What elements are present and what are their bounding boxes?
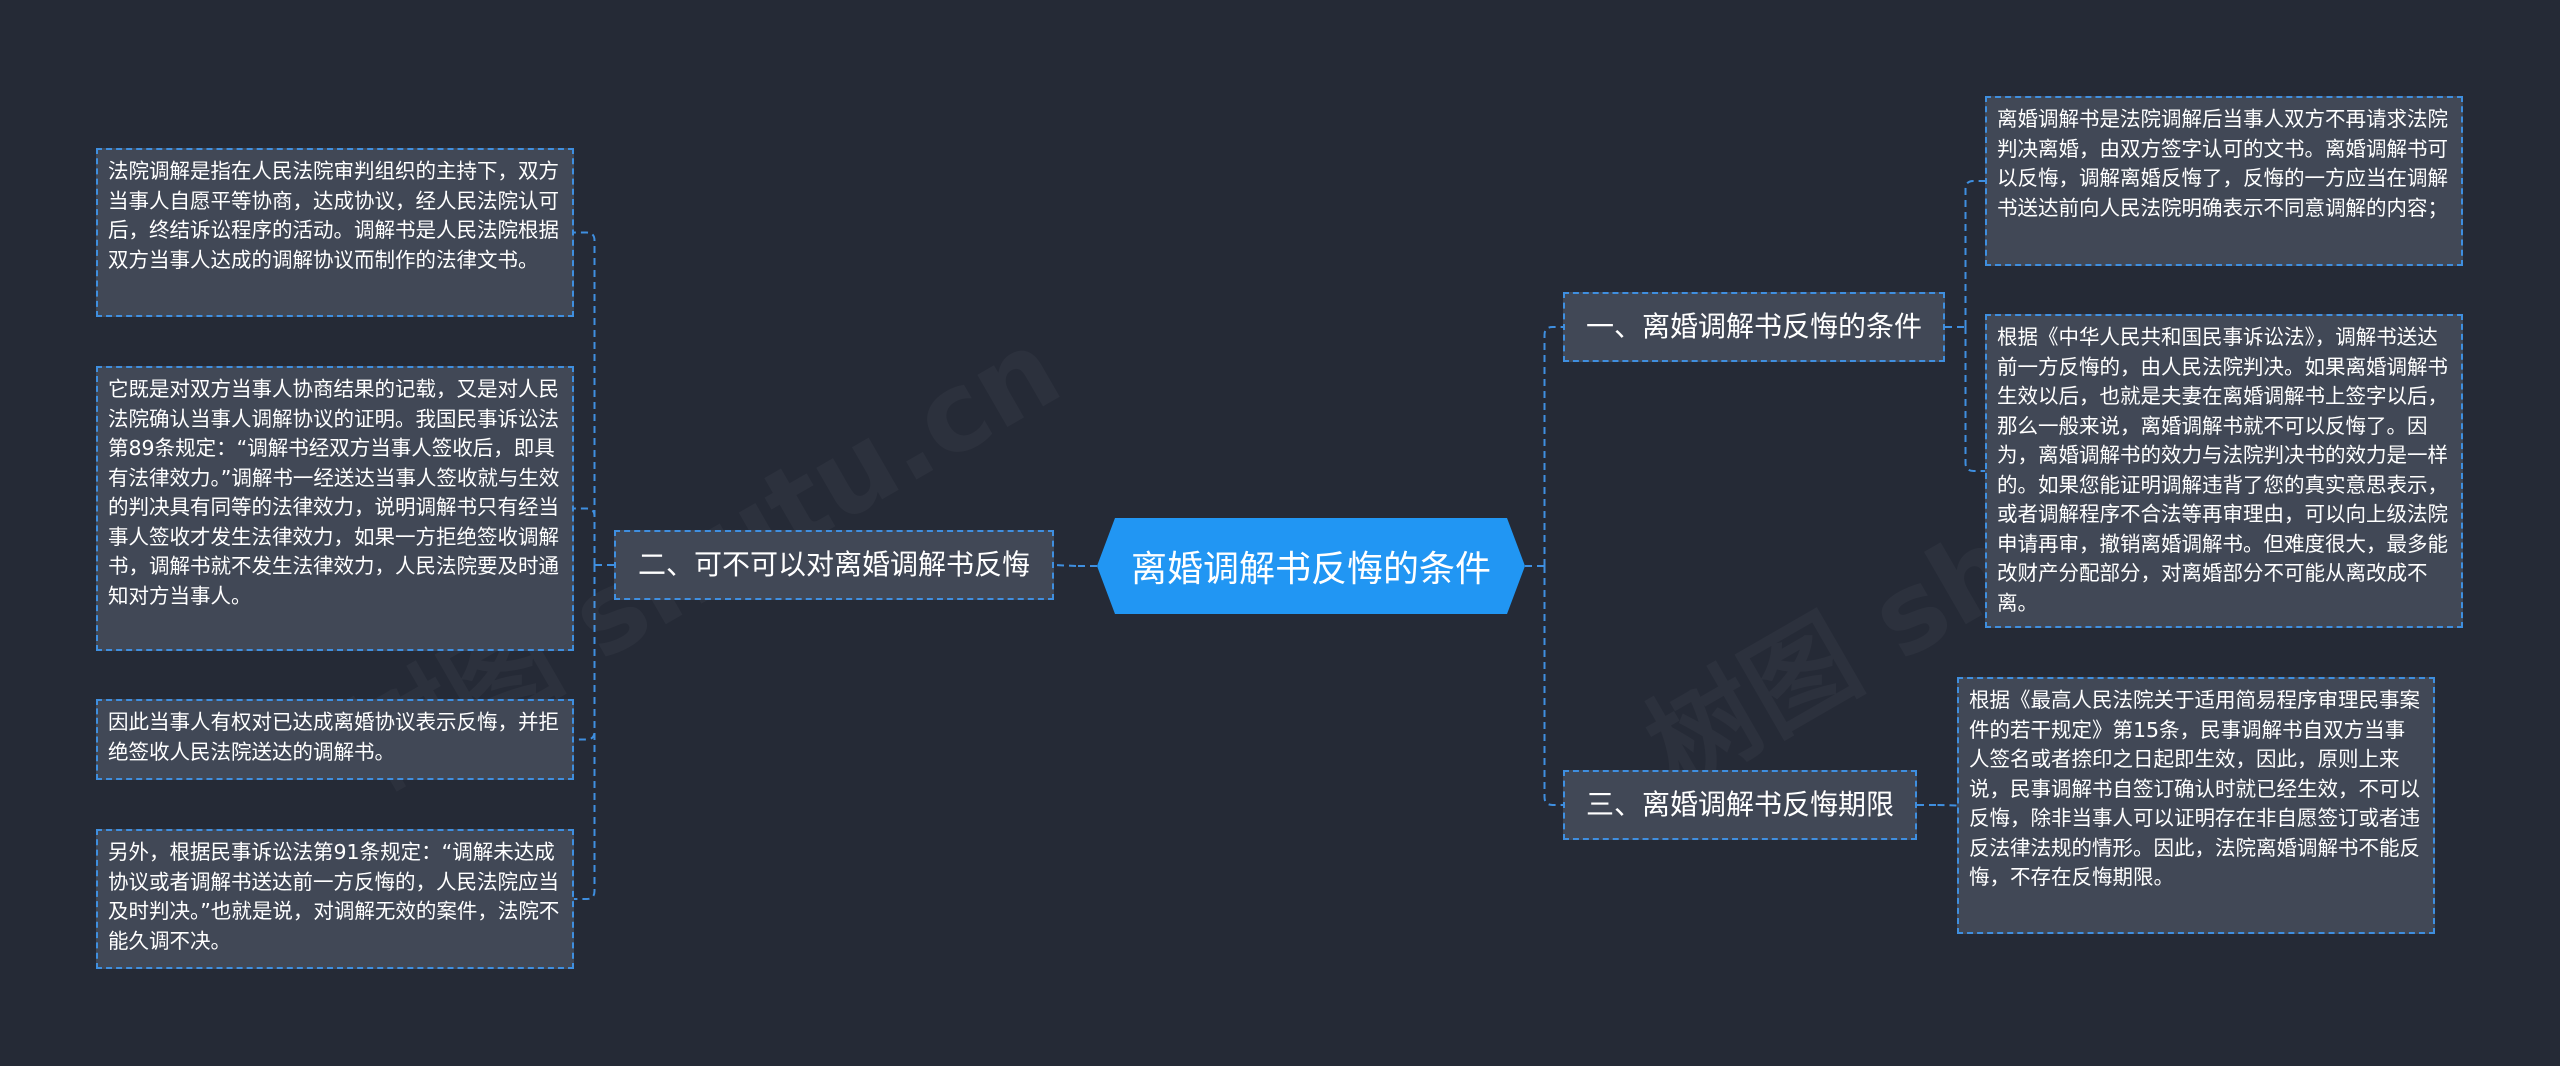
root-node[interactable]: 离婚调解书反悔的条件 [1097, 518, 1525, 614]
branch-node-can-regret[interactable]: 二、可不可以对离婚调解书反悔 [614, 530, 1054, 600]
leaf-node[interactable]: 离婚调解书是法院调解后当事人双方不再请求法院判决离婚，由双方签字认可的文书。离婚… [1985, 96, 2463, 266]
connector-line [1053, 564, 1077, 567]
branch-label: 一、离婚调解书反悔的条件 [1585, 310, 1922, 343]
connector-line [1964, 327, 1985, 472]
branch-label: 三、离婚调解书反悔期限 [1585, 788, 1894, 821]
leaf-node[interactable]: 因此当事人有权对已达成离婚协议表示反悔，并拒绝签收人民法院送达的调解书。 [96, 699, 574, 780]
branch-label: 二、可不可以对离婚调解书反悔 [637, 548, 1030, 581]
connector-line [1543, 566, 1563, 806]
leaf-node[interactable]: 根据《最高人民法院关于适用简易程序审理民事案件的若干规定》第15条，民事调解书自… [1957, 677, 2435, 934]
connector-line [1964, 180, 1985, 327]
connector-line [1937, 804, 1958, 807]
root-node-shape [1097, 518, 1525, 614]
connector-line [574, 565, 596, 900]
leaf-node[interactable]: 另外，根据民事诉讼法第91条规定：“调解未达成协议或者调解书送达前一方反悔的，人… [96, 829, 574, 969]
branch-node-conditions[interactable]: 一、离婚调解书反悔的条件 [1563, 292, 1945, 362]
leaf-node[interactable]: 它既是对双方当事人协商结果的记载，又是对人民法院确认当事人调解协议的证明。我国民… [96, 366, 574, 651]
root-title: 离婚调解书反悔的条件 [1130, 549, 1491, 590]
branch-node-time-limit[interactable]: 三、离婚调解书反悔期限 [1563, 770, 1917, 840]
leaf-node[interactable]: 法院调解是指在人民法院审判组织的主持下，双方当事人自愿平等协商，达成协议，经人民… [96, 148, 574, 317]
connector-line [574, 231, 596, 565]
connector-line [574, 507, 596, 565]
connector-line [574, 565, 596, 741]
connector-line [1543, 326, 1563, 566]
leaf-node[interactable]: 根据《中华人民共和国民事诉讼法》，调解书送达前一方反悔的，由人民法院判决。如果离… [1985, 314, 2463, 628]
